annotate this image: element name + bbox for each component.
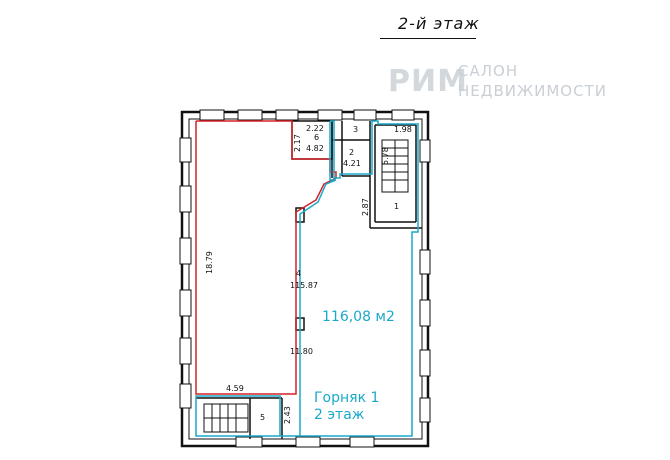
room3-number: 3 [353,125,358,134]
room6-dim-height: 2.17 [293,134,302,152]
watermark-logo: РИМ [388,64,468,99]
inner-dim: 11.80 [290,347,313,356]
windows [179,109,431,448]
highlight-area: 116,08 м2 [322,309,395,325]
room2-number: 2 [349,148,354,157]
stair-height: 5.78 [381,147,390,165]
room4-number: 4 [296,269,301,278]
highlight-name-line2: 2 этаж [314,407,365,423]
stair-width: 1.98 [394,125,412,134]
bottom-width-dim: 4.59 [226,384,244,393]
floor-title: 2-й этаж [398,14,480,33]
room4-area: 115.87 [290,281,318,290]
room6-dim-width: 2.22 [306,124,324,133]
watermark-text-salon: САЛОН [458,62,519,80]
room6-number: 6 [314,133,319,142]
room2-area: 4.21 [343,159,361,168]
room1-dim: 2.87 [361,198,370,216]
highlight-outline-cyan [195,120,419,437]
highlight-name-line1: Горняк 1 [314,390,379,406]
staircase-top [381,139,409,193]
title-underline [380,38,476,39]
room5-number: 5 [260,413,265,422]
watermark-text-realty: НЕДВИЖИМОСТИ [458,82,607,100]
room1-number: 1 [394,202,399,211]
room6-area: 4.82 [306,144,324,153]
left-height-dim: 18.79 [205,251,214,274]
room5-dim: 2.43 [283,406,292,424]
staircase-bottom [203,403,249,433]
